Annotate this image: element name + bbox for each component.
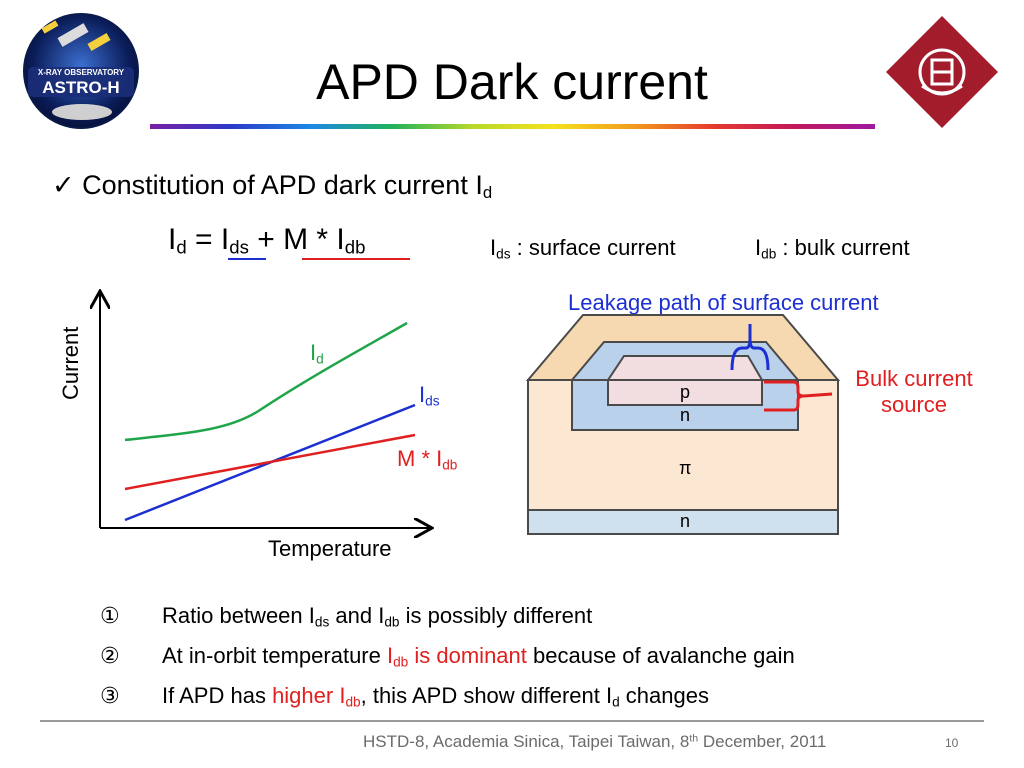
list-text: At in-orbit temperature Idb is dominant … [162, 643, 795, 670]
list-item: ① Ratio between Ids and Idb is possibly d… [100, 596, 795, 636]
db-def-text: : bulk current [776, 235, 910, 260]
svg-text:X-RAY OBSERVATORY: X-RAY OBSERVATORY [38, 68, 125, 77]
eq-I3: I [336, 223, 345, 256]
ds-def-text: : surface current [510, 235, 676, 260]
eq-equals: = [186, 223, 221, 256]
equation: Id = Ids + M * Idb [168, 222, 365, 258]
db-def-sub: db [761, 246, 777, 262]
list-number: ① [100, 603, 120, 628]
svg-text:ASTRO-H: ASTRO-H [42, 78, 119, 97]
apd-cross-section [525, 314, 841, 535]
p-region-top [606, 355, 764, 381]
eq-plus: + M * [248, 223, 337, 256]
dark-current-graph [60, 285, 500, 575]
eq-I2: I [220, 223, 230, 256]
idb-underline [302, 258, 410, 260]
page-title: APD Dark current [316, 54, 708, 110]
series-mdb-line [124, 433, 416, 491]
series-id-label: Id [310, 340, 324, 367]
series-mdb-label: M * Idb [397, 446, 458, 473]
series-ids-label: Ids [419, 382, 440, 409]
list-text: If APD has higher Idb, this APD show dif… [162, 683, 709, 710]
university-logo-graphic [886, 16, 998, 128]
ds-def-I: I [490, 235, 497, 260]
list-number: ② [100, 643, 120, 668]
bottom-n-region [527, 509, 839, 535]
db-def-I: I [755, 235, 762, 260]
list-number: ③ [100, 683, 120, 708]
bulk-pointer [803, 392, 833, 398]
series-id-line [124, 321, 408, 442]
list-item: ② At in-orbit temperature Idb is dominant… [100, 636, 795, 676]
title-rainbow-divider [150, 124, 875, 129]
check-icon: ✓ [52, 170, 75, 200]
y-axis-label: Current [58, 326, 83, 400]
bulk-label-line2: source [880, 392, 948, 417]
ids-underline [228, 258, 266, 260]
eq-ds: ds [229, 236, 249, 258]
footer-text: HSTD-8, Academia Sinica, Taipei Taiwan, … [363, 732, 827, 751]
p-region [607, 379, 763, 406]
db-definition: Idb : bulk current [755, 234, 910, 262]
page-number: 10 [945, 736, 959, 750]
ds-definition: Ids : surface current [490, 234, 676, 262]
astro-h-logo-graphic: X-RAY OBSERVATORY ASTRO-H [23, 13, 139, 129]
eq-I: I [168, 223, 177, 256]
n-bottom-label: n [680, 511, 691, 531]
bulk-label-line1: Bulk current [855, 366, 973, 391]
x-axis-label: Temperature [268, 536, 392, 561]
astro-h-logo: X-RAY OBSERVATORY ASTRO-H [22, 12, 140, 130]
ds-def-sub: ds [496, 246, 511, 262]
bullet-text: Constitution of APD dark current I [82, 170, 483, 200]
leakage-label: Leakage path of surface current [568, 290, 879, 315]
p-label: p [680, 382, 691, 402]
bullet-heading: ✓ Constitution of APD dark current Id [52, 168, 492, 202]
n-top-label: n [680, 405, 691, 425]
bulk-source-label: Bulk current source [836, 366, 992, 418]
footer-divider [40, 720, 984, 722]
list-text: Ratio between Ids and Idb is possibly di… [162, 603, 593, 630]
pi-label: π [679, 458, 692, 478]
eq-d: d [176, 236, 187, 258]
numbered-list: ① Ratio between Ids and Idb is possibly d… [100, 596, 795, 716]
bullet-sub: d [482, 183, 493, 203]
university-logo [882, 12, 1002, 132]
list-item: ③ If APD has higher Idb, this APD show di… [100, 676, 795, 716]
eq-db: db [344, 236, 366, 258]
